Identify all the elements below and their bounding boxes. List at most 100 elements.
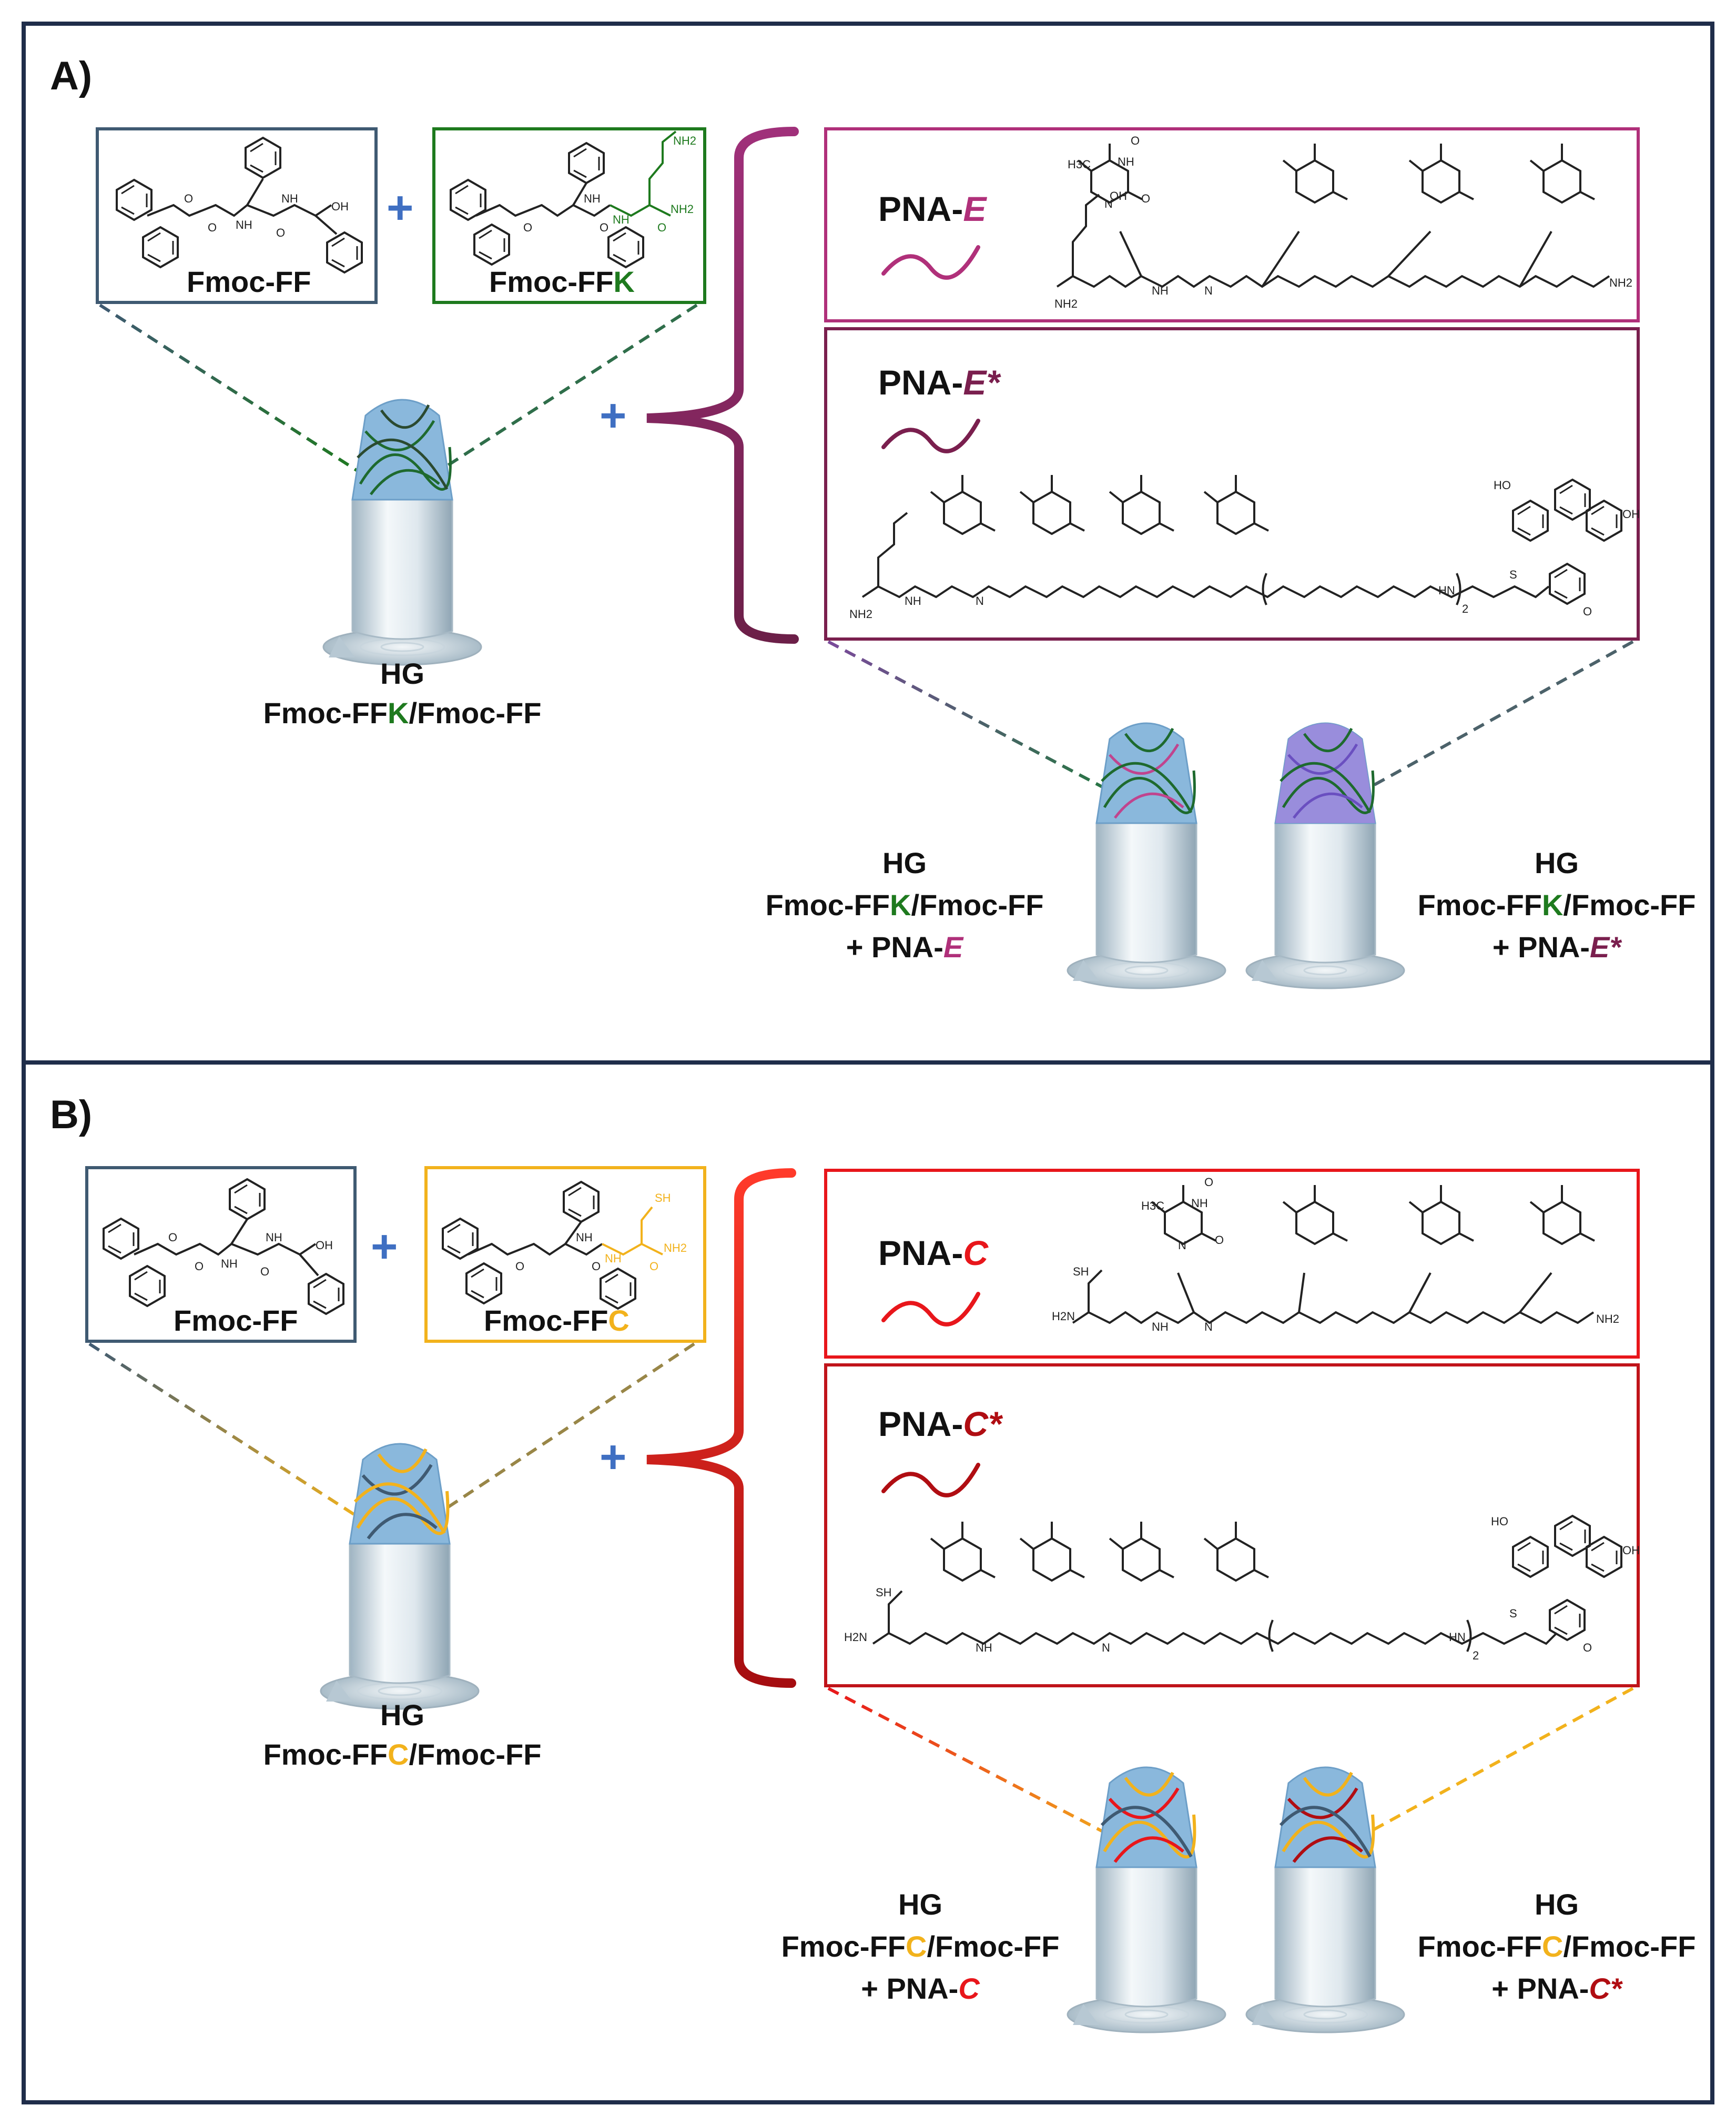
svg-text:H3C: H3C [1068, 158, 1091, 171]
fmoc-ff-structure-box: O O NH NH O OH Fmoc-FF [96, 127, 378, 304]
svg-text:NH: NH [1152, 1320, 1169, 1333]
svg-text:NH2: NH2 [1596, 1312, 1619, 1325]
svg-text:+ PNA-E*: + PNA-E* [1493, 930, 1622, 964]
svg-text:O: O [1131, 134, 1140, 147]
connector-line [827, 1687, 1137, 1850]
svg-text:N: N [976, 594, 984, 608]
svg-text:NH: NH [613, 213, 630, 226]
svg-text:HG: HG [380, 657, 424, 690]
svg-text:O: O [184, 192, 193, 205]
svg-text:NH: NH [584, 192, 601, 205]
svg-text:SH: SH [1073, 1265, 1089, 1278]
svg-text:NH: NH [236, 218, 252, 231]
svg-text:O: O [600, 221, 608, 234]
svg-text:HG: HG [1535, 846, 1579, 879]
svg-text:N: N [1102, 1641, 1110, 1654]
connector-line [1337, 640, 1634, 806]
svg-text:NH: NH [1191, 1197, 1208, 1210]
svg-text:NH: NH [281, 192, 298, 205]
svg-text:HG: HG [898, 1888, 942, 1921]
grouping-brace [646, 127, 799, 644]
svg-text:HG: HG [1535, 1888, 1579, 1921]
hydrogel-tube-pna-e-star [1245, 722, 1405, 989]
fmoc-ff-structure-box: O O NH NH O OH Fmoc-FF [85, 1166, 357, 1343]
pna-e-name: PNA-E [878, 189, 987, 228]
svg-text:NH: NH [905, 594, 921, 608]
svg-text:H3C: H3C [1141, 1199, 1164, 1212]
hydrogel-tube-pna-c [1067, 1766, 1226, 2033]
svg-text:O: O [260, 1265, 269, 1278]
svg-text:S: S [1509, 568, 1517, 581]
pna-e-structure-box: PNA-E H3C NH O N O OH NH2 NH N NH2 [824, 127, 1640, 322]
fmoc-ff-structure: O O NH NH O OH [116, 137, 363, 274]
connector-line [428, 1342, 695, 1522]
svg-text:2: 2 [1462, 602, 1468, 615]
plus-sign: + [371, 1220, 398, 1272]
svg-text:HG: HG [380, 1698, 424, 1732]
panel-a-label: A) [50, 54, 92, 98]
svg-text:Fmoc-FFK/Fmoc-FF: Fmoc-FFK/Fmoc-FF [1418, 888, 1696, 922]
pna-e-structure: H3C NH O N O OH NH2 NH N NH2 [1054, 134, 1632, 310]
svg-text:O: O [276, 226, 285, 239]
plus-sign: + [387, 181, 413, 234]
pna-strand-icon [881, 419, 980, 453]
pna-e-star-structure-box: PNA-E* HO OH O S HN NH2 NH N 2 [824, 327, 1640, 641]
svg-text:HG: HG [882, 846, 927, 879]
fmoc-ff-label: Fmoc-FF [174, 1304, 298, 1337]
fmoc-ffc-structure: SH NH NH NH2 O O O [442, 1181, 687, 1310]
plus-sign: + [600, 389, 626, 441]
svg-text:O: O [657, 221, 666, 234]
fmoc-ff-structure: O O NH NH O OH [103, 1178, 344, 1315]
connector-line [1337, 1687, 1634, 1850]
svg-text:Fmoc-FFK/Fmoc-FF: Fmoc-FFK/Fmoc-FF [766, 888, 1044, 922]
hg-fmoc-ffk-label: HG Fmoc-FFK/Fmoc-FF [263, 657, 542, 730]
svg-text:+ PNA-E: + PNA-E [846, 930, 964, 964]
hg-pna-e-star-label: HG Fmoc-FFK/Fmoc-FF + PNA-E* [1418, 846, 1696, 964]
svg-text:HN: HN [1438, 584, 1455, 597]
svg-text:SH: SH [876, 1586, 892, 1599]
hg-pna-e-label: HG Fmoc-FFK/Fmoc-FF + PNA-E [766, 846, 1044, 964]
svg-text:O: O [515, 1260, 524, 1273]
fmoc-ffk-label: Fmoc-FFK [489, 265, 635, 298]
svg-text:Fmoc-FFK/Fmoc-FF: Fmoc-FFK/Fmoc-FF [263, 696, 542, 730]
plus-sign: + [600, 1431, 626, 1483]
grouping-brace [646, 1168, 796, 1688]
svg-text:O: O [195, 1260, 204, 1273]
svg-text:H2N: H2N [1052, 1310, 1075, 1323]
svg-text:Fmoc-FFC/Fmoc-FF: Fmoc-FFC/Fmoc-FF [781, 1930, 1060, 1963]
svg-text:N: N [1204, 1320, 1213, 1333]
svg-text:OH: OH [331, 200, 349, 213]
svg-text:O: O [523, 221, 532, 234]
pna-c-structure-box: PNA-C H3C NH O N O SH H2N NH N NH2 [824, 1169, 1640, 1359]
pna-c-star-structure: HO OH O S HN SH H2N NH N 2 [844, 1515, 1640, 1662]
svg-text:HN: HN [1449, 1631, 1466, 1644]
svg-text:NH: NH [266, 1231, 282, 1244]
connector-line [88, 1342, 364, 1522]
connector-line [99, 303, 367, 478]
panel-b-frame [22, 1060, 1714, 2104]
svg-text:Fmoc-FFC/Fmoc-FF: Fmoc-FFC/Fmoc-FF [1418, 1930, 1696, 1963]
hydrogel-tube-pna-e [1067, 722, 1226, 989]
svg-text:NH: NH [576, 1231, 593, 1244]
svg-text:NH2: NH2 [671, 203, 694, 216]
svg-text:OH: OH [1622, 1544, 1640, 1557]
pna-strand-icon [881, 1463, 980, 1497]
hg-pna-c-label: HG Fmoc-FFC/Fmoc-FF + PNA-C [781, 1888, 1060, 2005]
fmoc-ff-label: Fmoc-FF [187, 265, 311, 298]
panel-b-label: B) [50, 1092, 92, 1137]
svg-text:O: O [168, 1231, 177, 1244]
svg-text:N: N [1178, 1239, 1186, 1252]
hydrogel-tube-fmoc-ffk [322, 399, 482, 666]
svg-text:NH2: NH2 [673, 134, 696, 147]
svg-text:NH2: NH2 [1054, 297, 1078, 310]
svg-text:HO: HO [1491, 1515, 1508, 1528]
svg-text:O: O [592, 1260, 601, 1273]
fmoc-ffk-structure: NH2 NH NH NH2 O O O [450, 130, 696, 268]
svg-text:NH: NH [605, 1252, 622, 1265]
svg-text:HO: HO [1494, 479, 1511, 492]
fmoc-ffc-label: Fmoc-FFC [484, 1304, 630, 1337]
hydrogel-tube-fmoc-ffc [320, 1443, 480, 1710]
svg-text:OH: OH [316, 1239, 333, 1252]
svg-text:OH: OH [1110, 189, 1127, 203]
svg-text:SH: SH [655, 1191, 671, 1204]
